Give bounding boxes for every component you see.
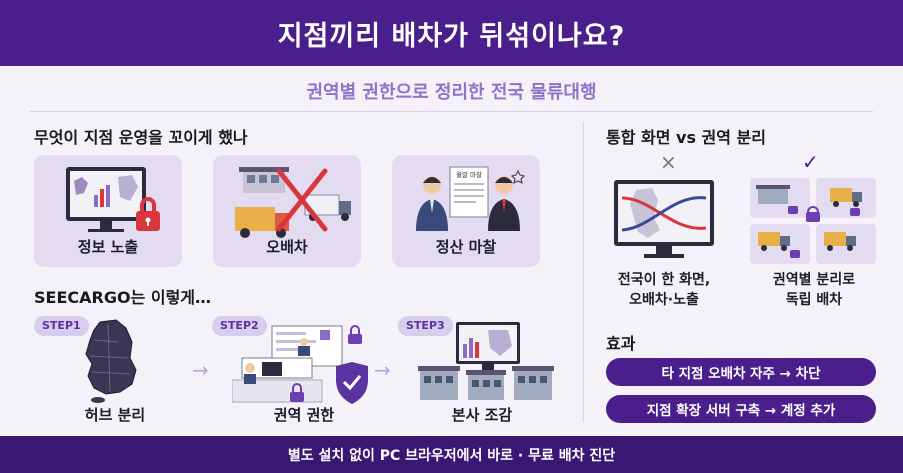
step3-badge: STEP3 xyxy=(398,316,453,336)
document-text: 월말 마찰 xyxy=(456,170,482,179)
vertical-divider xyxy=(583,122,584,422)
step3-label: 본사 조감 xyxy=(451,406,513,424)
problem-card-misdispatch: 오배차 xyxy=(213,155,361,267)
split-label-line1: 권역별 분리로 xyxy=(772,272,856,288)
unified-screen-label: 전국이 한 화면, 오배차·노출 xyxy=(604,270,724,310)
problem-card-settlement-friction: 월말 마찰 정산 마찰 xyxy=(392,155,540,267)
people-document-icon: 월말 마찰 xyxy=(416,166,525,231)
footer-banner: 별도 설치 없이 PC 브라우저에서 바로 · 무료 배차 진단 xyxy=(0,436,903,473)
split-label-line2: 독립 배차 xyxy=(785,292,843,308)
problem-label: 정산 마찰 xyxy=(435,238,497,256)
compare-title: 통합 화면 vs 권역 분리 xyxy=(606,128,766,147)
problems-title: 무엇이 지점 운영을 꼬이게 했나 xyxy=(34,128,248,147)
regional-split-icon xyxy=(750,178,876,264)
x-mark-icon: × xyxy=(660,150,677,174)
truck-cross-icon xyxy=(235,167,351,238)
step1-label: 허브 분리 xyxy=(84,406,146,424)
unified-screen-icon xyxy=(614,180,714,258)
horizontal-divider xyxy=(30,111,873,112)
monitor-lock-icon xyxy=(66,167,160,232)
page-title: 지점끼리 배차가 뒤섞이나요? xyxy=(277,20,626,52)
footer-text: 별도 설치 없이 PC 브라우저에서 바로 · 무료 배차 진단 xyxy=(287,447,616,464)
effects-title: 효과 xyxy=(606,334,636,353)
unified-label-line2: 오배차·노출 xyxy=(629,292,699,308)
korea-map-icon xyxy=(85,319,137,403)
step2-label: 권역 권한 xyxy=(273,406,335,424)
step1-badge: STEP1 xyxy=(34,316,89,336)
problem-label: 정보 노출 xyxy=(77,238,139,256)
problem-label: 오배차 xyxy=(266,238,308,256)
check-mark-icon: ✓ xyxy=(802,150,819,174)
step2-badge: STEP2 xyxy=(212,316,267,336)
page-header: 지점끼리 배차가 뒤섞이나요? xyxy=(0,0,903,66)
regional-permission-icon xyxy=(232,325,368,404)
step-arrow: → xyxy=(192,358,209,382)
step-arrow: → xyxy=(374,358,391,382)
solution-title: SEECARGO는 이렇게… xyxy=(34,288,212,307)
unified-label-line1: 전국이 한 화면, xyxy=(617,272,711,288)
problem-card-info-exposure: 정보 노출 xyxy=(34,155,182,267)
regional-split-label: 권역별 분리로 독립 배차 xyxy=(752,270,876,310)
subtitle: 권역별 권한으로 정리한 전국 물류대행 xyxy=(306,82,597,103)
effect-pill-add-account: 지점 확장 서버 구축 → 계정 추가 xyxy=(606,395,876,423)
effect-pill-block-misdispatch: 타 지점 오배차 자주 → 차단 xyxy=(606,358,876,386)
hq-overview-icon xyxy=(418,322,554,400)
